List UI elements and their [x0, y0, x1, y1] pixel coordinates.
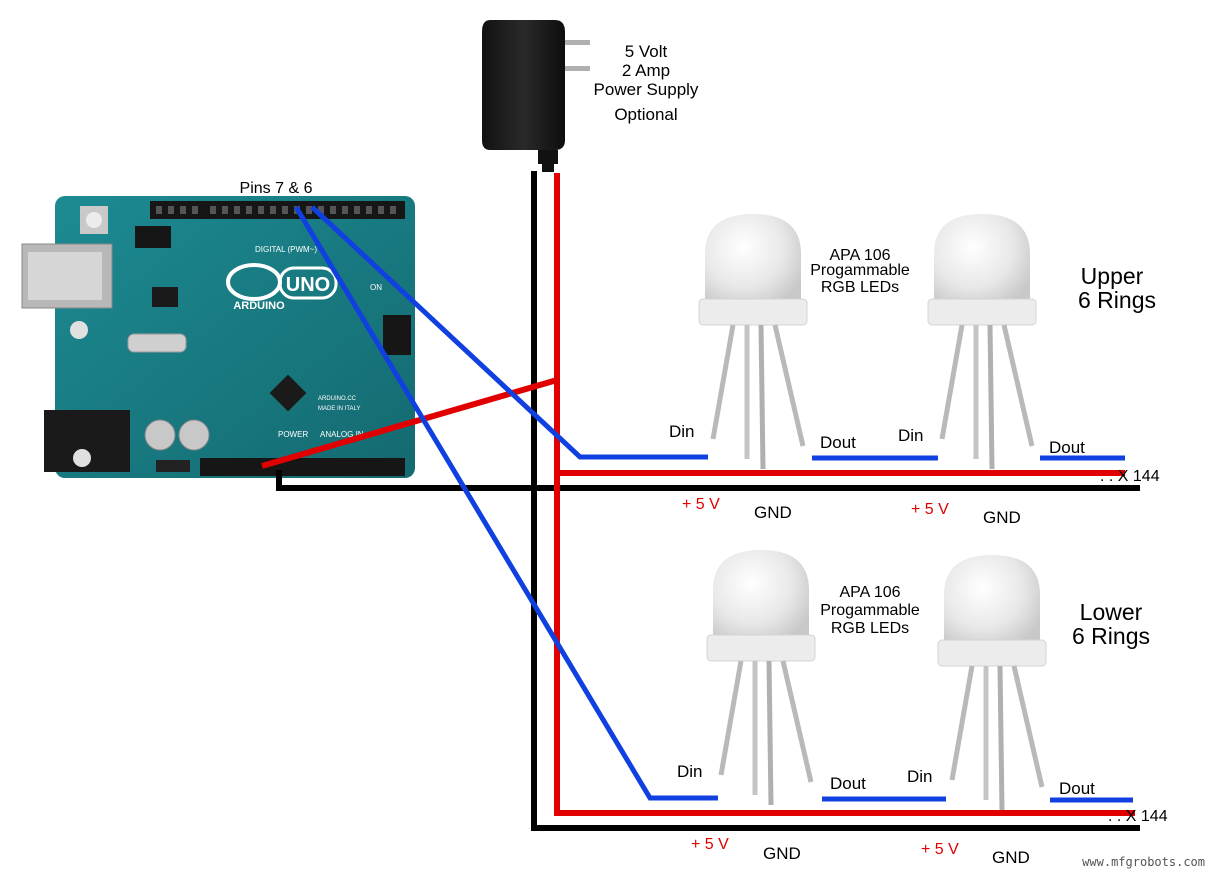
digital-header	[150, 201, 405, 219]
lower-gnd-2: GND	[992, 848, 1030, 867]
lower-led-label: APA 106 Progammable RGB LEDs	[820, 584, 920, 637]
upper-din-1: Din	[669, 422, 695, 441]
upper-group-title: Upper	[1081, 263, 1144, 289]
svg-text:UNO: UNO	[286, 274, 330, 296]
svg-text:RGB LEDs: RGB LEDs	[821, 279, 899, 296]
svg-text:Progammable: Progammable	[810, 262, 910, 279]
power-supply-adapter	[482, 20, 590, 172]
reset-button	[86, 212, 102, 228]
lower-5v-2: + 5 V	[921, 841, 959, 858]
svg-text:RGB LEDs: RGB LEDs	[831, 620, 909, 637]
power-wire-arduino	[261, 377, 558, 469]
upper-repeat-count: . . X 144	[1100, 468, 1160, 485]
upper-led-label: APA 106 Progammable RGB LEDs	[810, 247, 910, 296]
upper-dout-1: Dout	[820, 433, 856, 452]
wires	[261, 171, 1140, 831]
svg-text:ARDUINO: ARDUINO	[233, 300, 285, 312]
lower-dout-1: Dout	[830, 774, 866, 793]
upper-5v-2: + 5 V	[911, 501, 949, 518]
svg-text:Progammable: Progammable	[820, 602, 920, 619]
svg-text:ON: ON	[370, 283, 382, 292]
lower-dout-2: Dout	[1059, 779, 1095, 798]
lower-led-2	[938, 555, 1046, 810]
svg-text:5 Volt: 5 Volt	[625, 42, 668, 61]
arduino-logo: UNO ARDUINO	[226, 263, 338, 312]
pins-label: Pins 7 & 6	[240, 180, 313, 197]
main-chip	[269, 374, 307, 412]
ground-wire-main	[531, 171, 1140, 831]
lower-gnd-1: GND	[763, 844, 801, 863]
power-wire-main	[554, 173, 1135, 816]
upper-dout-2: Dout	[1049, 438, 1085, 457]
svg-text:ANALOG IN: ANALOG IN	[320, 430, 364, 439]
upper-led-1	[699, 214, 807, 469]
svg-text:ARDUINO.CC: ARDUINO.CC	[318, 396, 357, 402]
lower-repeat-count: . . X 144	[1108, 808, 1168, 825]
board-pcb	[55, 196, 415, 478]
power-supply-label: 5 Volt 2 Amp Power Supply Optional	[594, 42, 699, 124]
lower-din-2: Din	[907, 767, 933, 786]
upper-din-2: Din	[898, 426, 924, 445]
lower-group-title: Lower	[1080, 599, 1143, 625]
arduino-uno-board: UNO ARDUINO DIGITAL (PWM~) ON POWER ANAL…	[21, 196, 415, 478]
svg-text:MADE IN ITALY: MADE IN ITALY	[318, 406, 360, 412]
data-wire-pin7	[310, 205, 708, 460]
data-wire-pin6	[293, 205, 718, 801]
lower-5v-1: + 5 V	[691, 836, 729, 853]
svg-text:APA 106: APA 106	[839, 584, 900, 601]
upper-gnd-2: GND	[983, 508, 1021, 527]
svg-text:DIGITAL (PWM~): DIGITAL (PWM~)	[255, 245, 317, 254]
lower-group-subtitle: 6 Rings	[1072, 623, 1150, 649]
watermark: www.mfgrobots.com	[1082, 855, 1205, 869]
svg-text:POWER: POWER	[278, 430, 308, 439]
upper-5v-1: + 5 V	[682, 496, 720, 513]
svg-text:Power Supply: Power Supply	[594, 80, 699, 99]
upper-group-subtitle: 6 Rings	[1078, 287, 1156, 313]
ground-wire-upper	[276, 470, 1140, 491]
upper-led-2	[928, 214, 1036, 469]
lower-din-1: Din	[677, 762, 703, 781]
svg-text:2 Amp: 2 Amp	[622, 61, 670, 80]
svg-text:Optional: Optional	[614, 105, 677, 124]
power-analog-header	[200, 458, 405, 476]
upper-gnd-1: GND	[754, 503, 792, 522]
svg-text:APA 106: APA 106	[829, 247, 890, 264]
lower-led-1	[707, 550, 815, 805]
